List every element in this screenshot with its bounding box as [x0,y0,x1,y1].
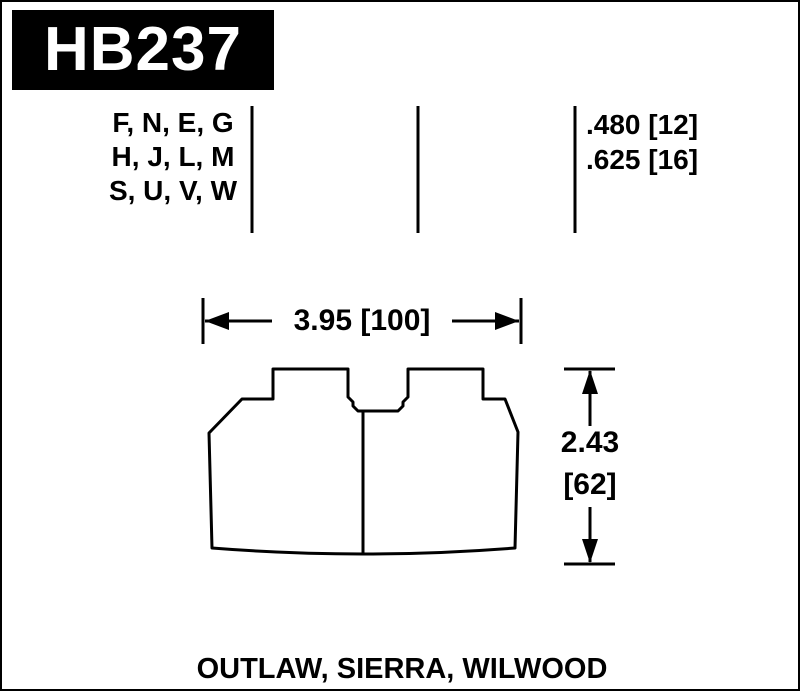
width-dimension-arrow [201,298,523,344]
width-arrowhead-right [495,312,519,330]
height-arrowhead-top [582,370,598,394]
compound-group-row: F, N, E, G [112,107,234,138]
width-arrowhead-left [205,312,229,330]
compound-groups: F, N, E, G H, J, L, M S, U, V, W [94,106,252,208]
height-dimension-label-inches: 2.43 [560,426,620,459]
part-number-box: HB237 [12,10,274,90]
pad-thickness-row: .480 [12] [586,109,699,140]
applications-label: OUTLAW, SIERRA, WILWOOD [196,653,608,685]
height-arrowhead-bottom [582,539,598,563]
height-dimension-arrow [564,367,615,566]
height-dimension-label-mm: [62] [563,468,617,501]
pad-thickness-row: .625 [16] [586,144,699,175]
width-dimension-label: 3.95 [100] [293,304,431,337]
compound-group-row: H, J, L, M [111,141,235,172]
pad-thicknesses: .480 [12] .625 [16] [586,107,756,177]
compound-group-row: S, U, V, W [108,175,238,206]
part-number: HB237 [44,15,242,84]
